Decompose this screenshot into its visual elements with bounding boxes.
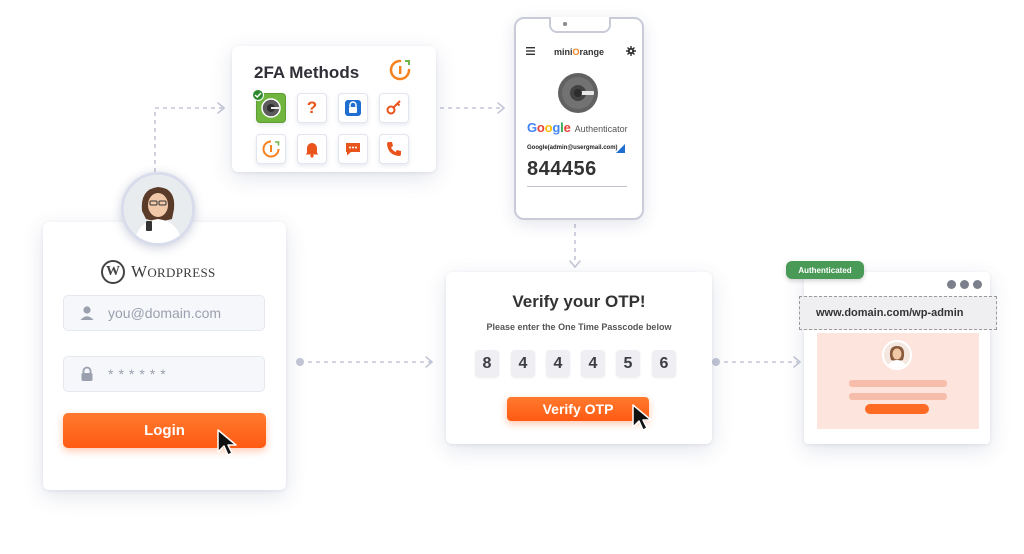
phone-mockup: miniOrange Google Authenticator Google(a… bbox=[514, 17, 644, 220]
phone-notch bbox=[549, 17, 611, 33]
google-authenticator-label: Google Authenticator bbox=[527, 120, 628, 135]
email-field[interactable]: you@domain.com bbox=[63, 295, 265, 331]
user-icon bbox=[80, 306, 94, 320]
arrowhead-methods bbox=[217, 102, 226, 114]
google-authenticator-icon bbox=[261, 98, 281, 118]
authenticated-badge: Authenticated bbox=[786, 261, 864, 279]
push-notification-method[interactable] bbox=[297, 134, 327, 164]
cursor-arrow-icon bbox=[632, 404, 652, 431]
sms-method[interactable] bbox=[338, 134, 368, 164]
otp-digit-input[interactable]: 4 bbox=[511, 350, 535, 377]
brand-suffix: range bbox=[579, 47, 605, 57]
lock-icon bbox=[345, 100, 361, 116]
window-dot-icon bbox=[947, 280, 956, 289]
woman-avatar-icon bbox=[124, 175, 192, 243]
gear-icon[interactable] bbox=[626, 46, 636, 56]
otp-digit-input[interactable]: 6 bbox=[652, 350, 676, 377]
otp-digit-input[interactable]: 4 bbox=[546, 350, 570, 377]
timer-icon bbox=[616, 144, 625, 153]
selected-check-icon bbox=[252, 89, 264, 101]
phone-call-icon bbox=[387, 142, 401, 156]
window-dot-icon bbox=[973, 280, 982, 289]
arrowhead-otp-left bbox=[425, 356, 434, 368]
placeholder-button bbox=[865, 404, 929, 414]
miniorange-logo-icon bbox=[389, 59, 411, 81]
methods-title: 2FA Methods bbox=[254, 63, 360, 82]
otp-digit-input[interactable]: 4 bbox=[581, 350, 605, 377]
avatar bbox=[882, 340, 912, 370]
arrowhead-phone bbox=[497, 102, 506, 114]
key-icon bbox=[386, 100, 401, 115]
wordpress-cap: W bbox=[131, 262, 148, 281]
email-placeholder: you@domain.com bbox=[108, 305, 222, 321]
account-label: Google(admin@usergmail.com) bbox=[527, 145, 618, 151]
otp-digit-input[interactable]: 8 bbox=[475, 350, 499, 377]
admin-page-preview bbox=[817, 333, 979, 429]
wordpress-login-card: W WORDPRESS you@domain.com ****** Login bbox=[43, 222, 286, 490]
arrowhead-browser bbox=[793, 356, 802, 368]
camera-icon bbox=[563, 22, 567, 26]
security-question-icon: ? bbox=[306, 98, 318, 117]
authenticator-word: Authenticator bbox=[574, 124, 628, 134]
miniorange-brand: miniOrange bbox=[554, 47, 604, 57]
otp-digit-input[interactable]: 5 bbox=[616, 350, 640, 377]
otp-code: 844456 bbox=[527, 158, 597, 180]
brand-o: O bbox=[572, 47, 580, 57]
wordpress-logo: W WORDPRESS bbox=[101, 260, 216, 284]
brand-prefix: mini bbox=[554, 47, 573, 57]
connector-login-to-methods bbox=[154, 107, 222, 172]
sms-icon bbox=[346, 143, 360, 156]
otp-title: Verify your OTP! bbox=[512, 292, 646, 311]
hardware-token-method[interactable] bbox=[338, 93, 368, 123]
verify-otp-button[interactable]: Verify OTP bbox=[507, 397, 649, 421]
key-method[interactable] bbox=[379, 93, 409, 123]
user-avatar bbox=[121, 172, 195, 246]
miniorange-otp-icon bbox=[262, 140, 280, 158]
wordpress-word: ORDPRESS bbox=[147, 265, 216, 280]
window-dot-icon bbox=[960, 280, 969, 289]
password-mask: ****** bbox=[108, 366, 171, 382]
url-bar[interactable]: www.domain.com/wp-admin bbox=[799, 296, 997, 330]
password-field[interactable]: ****** bbox=[63, 356, 265, 392]
google-authenticator-logo-icon bbox=[558, 73, 598, 113]
hamburger-menu-icon[interactable] bbox=[526, 47, 535, 55]
phone-call-method[interactable] bbox=[379, 134, 409, 164]
woman-avatar-icon bbox=[887, 346, 907, 368]
arrowhead-otp-top bbox=[569, 260, 581, 269]
twofa-methods-card: 2FA Methods ? bbox=[232, 46, 436, 172]
otp-subtitle: Please enter the One Time Passcode below bbox=[486, 322, 672, 332]
code-divider bbox=[527, 186, 627, 187]
wordpress-icon: W bbox=[101, 260, 125, 284]
push-notification-icon bbox=[305, 143, 319, 158]
miniorange-otp-method[interactable] bbox=[256, 134, 286, 164]
connector-dot-login bbox=[296, 358, 304, 366]
placeholder-line bbox=[849, 393, 947, 400]
cursor-arrow-icon bbox=[217, 429, 237, 456]
verify-otp-card: Verify your OTP! Please enter the One Ti… bbox=[446, 272, 712, 444]
placeholder-line bbox=[849, 380, 947, 387]
google-word: Google bbox=[527, 120, 571, 135]
lock-icon bbox=[81, 366, 93, 381]
connector-dot-otp bbox=[712, 358, 720, 366]
security-question-method[interactable]: ? bbox=[297, 93, 327, 123]
